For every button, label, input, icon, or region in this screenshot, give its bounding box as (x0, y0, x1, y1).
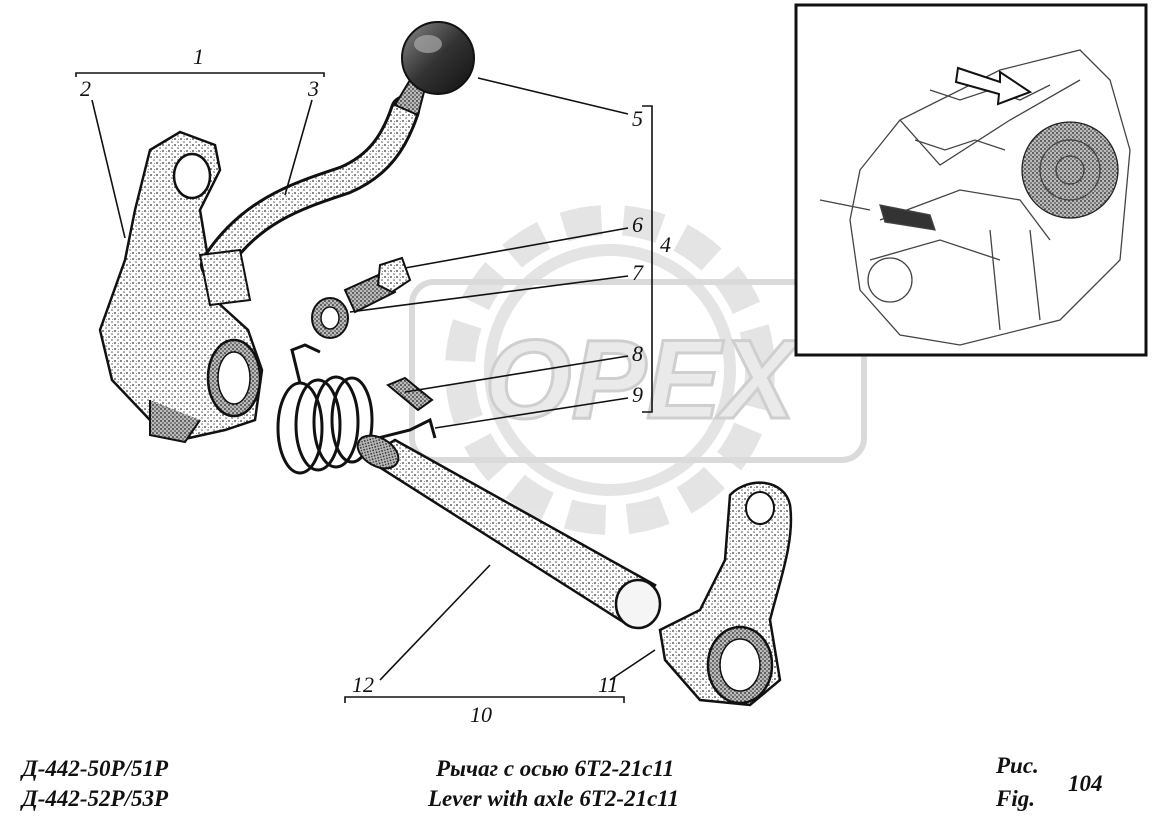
washer-part-7 (311, 297, 349, 339)
callout-7: 7 (632, 260, 644, 285)
figure-label-english: Fig. (996, 786, 1035, 811)
caption-english: Lever with axle 6Т2-21с11 (428, 786, 680, 811)
engine-locator-inset (794, 3, 1148, 357)
callout-4: 4 (660, 232, 671, 257)
model-line-2: Д-442-52Р/53Р (22, 786, 169, 811)
opex-watermark: OPEX (409, 205, 867, 535)
callout-1: 1 (193, 44, 204, 69)
leader-lines (75, 72, 656, 703)
model-line-1: Д-442-50Р/51Р (22, 756, 169, 781)
bolt-part-6 (343, 256, 412, 314)
callout-5: 5 (632, 106, 643, 131)
location-arrow-icon (954, 66, 1033, 106)
callout-10: 10 (470, 702, 492, 727)
callout-2: 2 (80, 76, 91, 101)
handle-rod-part-3 (198, 95, 420, 307)
key-part-8 (386, 376, 434, 412)
engine-locator-icon (819, 49, 1131, 346)
watermark-text: OPEX (484, 317, 802, 442)
second-lever-part-11 (658, 481, 793, 707)
watermark-frame (409, 279, 867, 463)
torsion-spring (276, 343, 437, 475)
gear-watermark-icon (445, 205, 775, 535)
figure-number: 104 (1068, 771, 1103, 796)
callout-9: 9 (632, 382, 643, 407)
callout-12: 12 (352, 672, 374, 697)
knob-ball (393, 21, 475, 117)
axle-part-12 (356, 434, 662, 630)
lever-body-part-2 (98, 130, 264, 444)
callout-labels: 1 2 3 4 5 6 7 8 9 10 11 12 (80, 44, 671, 727)
callout-11: 11 (598, 672, 618, 697)
callout-3: 3 (307, 76, 319, 101)
caption-russian: Рычаг с осью 6Т2-21с11 (436, 756, 675, 781)
callout-6: 6 (632, 212, 643, 237)
callout-8: 8 (632, 341, 643, 366)
figure-label-russian: Рис. (996, 753, 1039, 778)
